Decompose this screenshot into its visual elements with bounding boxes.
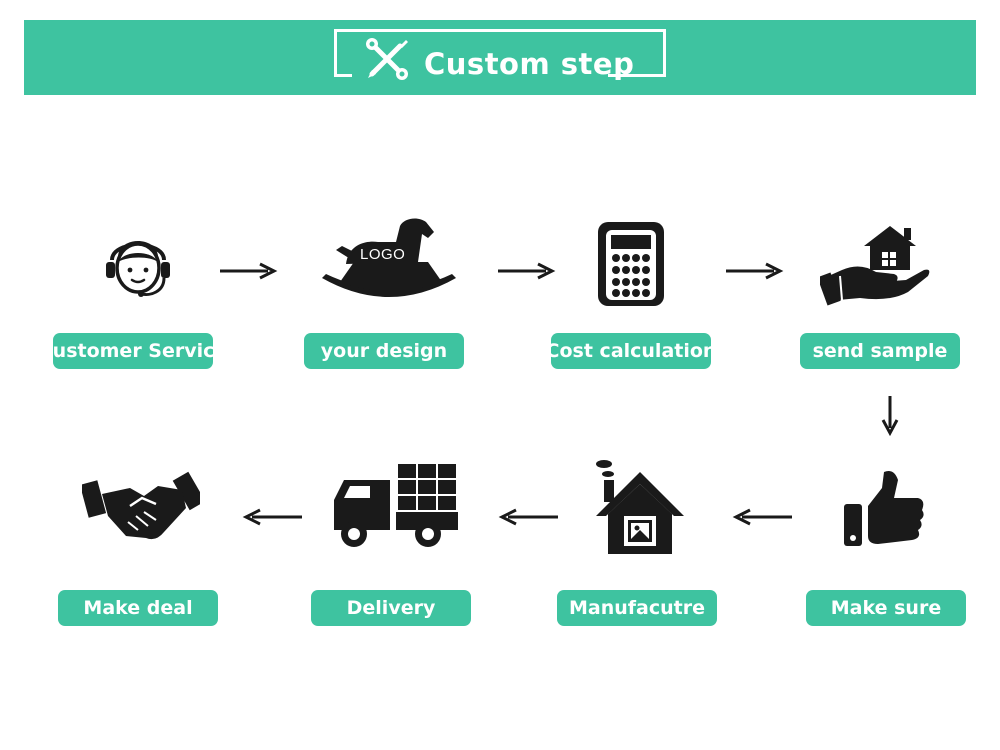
factory-house-icon: [596, 460, 684, 554]
arrow-left-icon: [498, 508, 558, 526]
rocking-horse-logo-icon: [322, 218, 456, 297]
headset-agent-icon: [106, 241, 170, 297]
step-label-delivery: Delivery: [311, 590, 471, 626]
title-frame-corner-left: [334, 74, 352, 77]
hand-holding-house-icon: [820, 226, 930, 306]
arrow-left-icon: [732, 508, 792, 526]
title-frame: [334, 29, 666, 77]
handshake-icon: [82, 471, 200, 540]
page-title: Custom step: [424, 47, 635, 81]
thumbs-up-icon: [844, 471, 924, 546]
step-label-send-sample: send sample: [800, 333, 960, 369]
step-label-cost-calculation: Cost calculation: [546, 333, 716, 369]
arrow-right-icon: [498, 262, 556, 280]
step-label-customer-service: Customer Service: [39, 333, 227, 369]
step-label-manufacture: Manufacutre: [557, 590, 717, 626]
arrow-left-icon: [242, 508, 302, 526]
step-label-make-deal: Make deal: [58, 590, 218, 626]
arrow-down-icon: [881, 396, 899, 436]
calculator-icon: [598, 222, 664, 306]
arrow-right-icon: [726, 262, 784, 280]
step-label-make-sure: Make sure: [806, 590, 966, 626]
delivery-truck-icon: [334, 464, 458, 547]
arrow-right-icon: [220, 262, 278, 280]
title-frame-corner-right: [608, 74, 666, 77]
logo-text: LOGO: [360, 246, 406, 263]
wrench-pencil-icon: [366, 38, 408, 80]
header-banner: [24, 20, 976, 95]
step-label-your-design: your design: [304, 333, 464, 369]
